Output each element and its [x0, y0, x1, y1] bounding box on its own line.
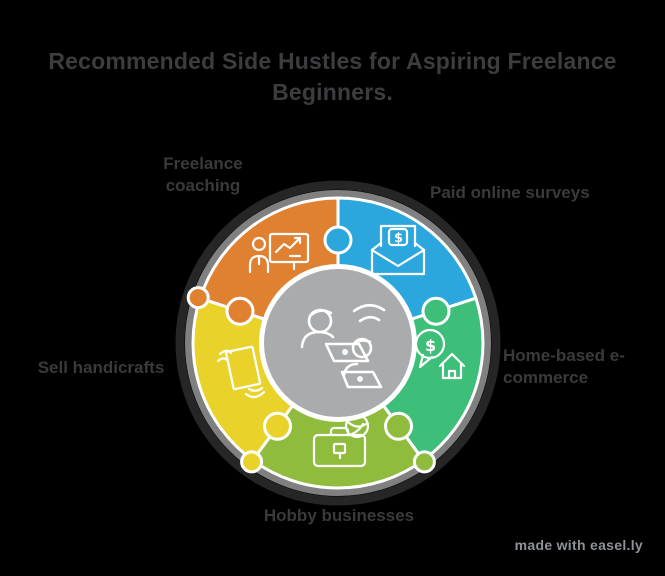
dollar-bubble-house-icon: $	[414, 328, 466, 380]
puzzle-knob-bottom-right	[384, 411, 413, 441]
svg-text:$: $	[425, 336, 436, 355]
title-line-1: Recommended Side Hustles for Aspiring Fr…	[48, 48, 617, 74]
remote-workers-laptops-icon	[300, 303, 386, 389]
puzzle-knob-top	[323, 225, 353, 255]
segment-label-bottom: Hobby businesses	[263, 506, 415, 525]
title-line-2: Beginners.	[272, 79, 393, 105]
svg-text:$: $	[394, 231, 403, 246]
outer-glow-ring	[175, 180, 501, 506]
envelope-dollar-icon: $	[370, 224, 426, 276]
outer-ring	[185, 190, 491, 496]
segment-label-left: Sell handicrafts	[37, 358, 165, 377]
segment-label-top-left: Freelance coaching	[163, 154, 243, 195]
puzzle-knob-right	[421, 296, 451, 326]
presenter-growth-chart-icon	[248, 232, 310, 274]
segment-label-top-right: Paid online surveys	[430, 183, 590, 202]
watermark-credit: made with easel.ly	[514, 537, 643, 553]
segment-label-right: Home-based e- commerce	[503, 346, 625, 387]
puzzle-knob-bottom-left	[263, 411, 292, 441]
rim-bump-bottom-right	[412, 450, 436, 474]
page-title: Recommended Side Hustles for Aspiring Fr…	[0, 46, 665, 108]
rim-bump-bottom-left	[240, 450, 264, 474]
hands-holding-document-icon	[216, 345, 266, 399]
puzzle-knob-left	[225, 296, 255, 326]
briefcase-globe-icon	[312, 413, 370, 468]
rim-bump-left	[186, 286, 210, 310]
